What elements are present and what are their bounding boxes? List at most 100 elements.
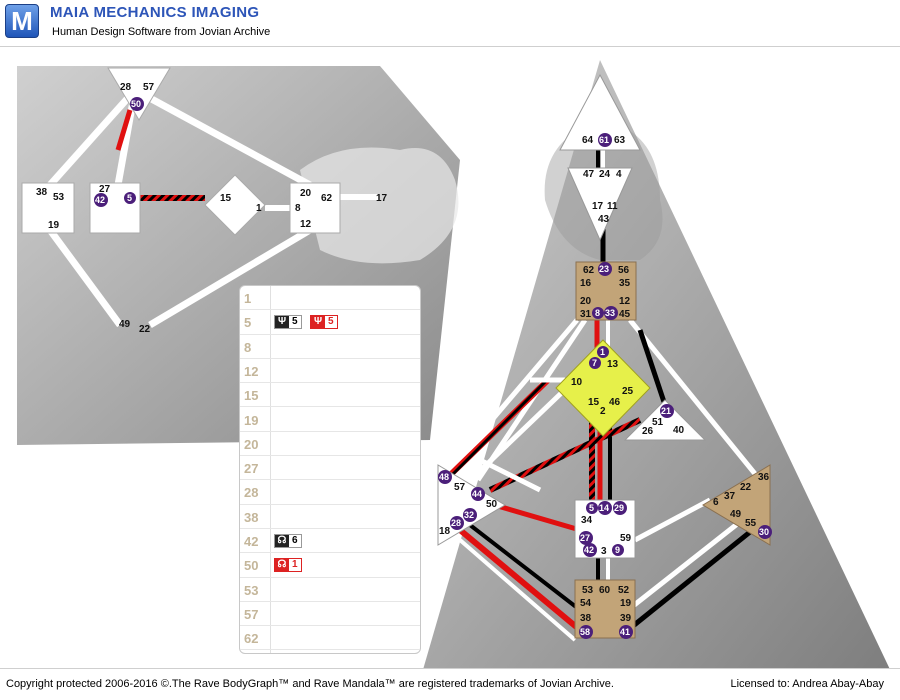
gate-badge: 41 <box>620 627 630 637</box>
gate-row-number: 20 <box>244 436 259 452</box>
zoom-gate: 19 <box>48 220 60 231</box>
gate-row-number: 50 <box>244 558 259 574</box>
gate-badge: 30 <box>759 527 769 537</box>
gate-label: 35 <box>619 278 631 289</box>
gate-row-number: 38 <box>244 509 259 525</box>
planet-badge: ☊6 <box>274 534 302 548</box>
zoom-gate: 62 <box>321 193 333 204</box>
gate-label: 38 <box>580 613 592 624</box>
gate-label: 55 <box>745 518 757 529</box>
app-subtitle: Human Design Software from Jovian Archiv… <box>52 26 271 38</box>
gate-label: 34 <box>581 515 593 526</box>
zoom-gate: 15 <box>220 193 232 204</box>
zoom-throat-center <box>289 182 341 234</box>
gate-badge: 8 <box>595 308 600 318</box>
gate-row-20[interactable]: 20 <box>240 432 420 457</box>
g-center <box>555 339 651 437</box>
gate-label: 39 <box>620 613 632 624</box>
planet-line-value: 1 <box>292 559 298 571</box>
gate-row-50[interactable]: 50 ☊1 <box>240 553 420 578</box>
gate-row-number: 8 <box>244 339 252 355</box>
zoom-gate-badge: 42 <box>95 195 105 205</box>
zoom-spleen-center <box>21 182 75 234</box>
bodygraph: 64 61 63 47 24 4 17 11 43 62 23 56 16 35… <box>420 60 895 680</box>
gate-label: 45 <box>619 309 631 320</box>
heart-center <box>623 399 707 441</box>
gate-row-19[interactable]: 19 <box>240 408 420 432</box>
zoom-gate: 1 <box>256 203 262 214</box>
zoom-gate-badge: 5 <box>127 193 132 203</box>
gate-badge: 42 <box>584 545 594 555</box>
gate-label: 26 <box>642 426 654 437</box>
gate-label: 19 <box>620 598 632 609</box>
zoom-gate: 8 <box>295 203 301 214</box>
gate-row-number: 1 <box>244 291 252 306</box>
planet-glyph-icon: ☊ <box>275 559 289 572</box>
zoom-gate: 49 <box>119 319 131 330</box>
gate-row-12[interactable]: 12 <box>240 359 420 384</box>
zoom-gate: 53 <box>53 192 65 203</box>
gate-label: 53 <box>582 585 594 596</box>
app-footer: Copyright protected 2006-2016 ©.The Rave… <box>0 668 900 700</box>
app-title: MAIA MECHANICS IMAGING <box>50 4 260 21</box>
planet-glyph-icon: ☊ <box>275 535 289 547</box>
zoom-sacral-center <box>89 182 141 234</box>
gate-badge: 58 <box>580 627 590 637</box>
gate-label: 51 <box>652 417 664 428</box>
gate-label: 13 <box>607 359 619 370</box>
gate-row-62[interactable]: 62 <box>240 626 420 651</box>
gate-row-53[interactable]: 53 <box>240 578 420 602</box>
gate-label: 16 <box>580 278 592 289</box>
gate-label: 50 <box>486 499 498 510</box>
gate-label: 59 <box>620 533 632 544</box>
gate-label: 43 <box>598 214 610 225</box>
planet-line-value: 5 <box>292 316 298 328</box>
gate-row-27[interactable]: 27 <box>240 456 420 481</box>
zoom-gate: 12 <box>300 219 312 230</box>
gate-badge: 21 <box>661 406 671 416</box>
gate-row-42[interactable]: 42☊6 <box>240 529 420 554</box>
gate-badge: 9 <box>615 545 620 555</box>
zoom-gate: 17 <box>376 193 388 204</box>
panel-divider <box>270 286 271 653</box>
gate-label: 47 <box>583 169 595 180</box>
gate-label: 40 <box>673 425 685 436</box>
gate-label: 62 <box>583 265 595 276</box>
gate-row-1[interactable]: 1 <box>240 286 420 311</box>
gate-badge: 5 <box>589 503 594 513</box>
zoom-ajna-center <box>107 67 171 121</box>
gate-badge: 27 <box>580 533 590 543</box>
gate-badge: 28 <box>451 518 461 528</box>
gate-label: 36 <box>758 472 770 483</box>
gate-row-15[interactable]: 15 <box>240 383 420 408</box>
planet-glyph-icon: Ψ <box>275 316 289 329</box>
gate-row-number: 12 <box>244 363 259 379</box>
copyright-text: Copyright protected 2006-2016 ©.The Rave… <box>6 678 614 690</box>
gate-label: 20 <box>580 296 592 307</box>
gate-label: 46 <box>609 397 621 408</box>
gate-row-57[interactable]: 57 <box>240 602 420 627</box>
gate-label: 17 <box>592 201 604 212</box>
gate-label: 18 <box>439 526 451 537</box>
gate-label: 2 <box>600 406 606 417</box>
gate-row-38[interactable]: 38 <box>240 505 420 529</box>
gate-label: 15 <box>588 397 600 408</box>
gate-label: 12 <box>619 296 631 307</box>
gate-badge: 14 <box>599 503 609 513</box>
gate-label: 54 <box>580 598 592 609</box>
gate-badge: 48 <box>439 472 449 482</box>
gate-label: 60 <box>599 585 611 596</box>
gate-label: 24 <box>599 169 611 180</box>
gate-label: 22 <box>740 482 752 493</box>
planet-line-value: 5 <box>328 316 334 328</box>
gate-badge: 29 <box>614 503 624 513</box>
gate-row-28[interactable]: 28 <box>240 480 420 505</box>
gate-label: 63 <box>614 135 626 146</box>
gate-label: 3 <box>601 546 607 557</box>
gate-row-8[interactable]: 8 <box>240 335 420 359</box>
